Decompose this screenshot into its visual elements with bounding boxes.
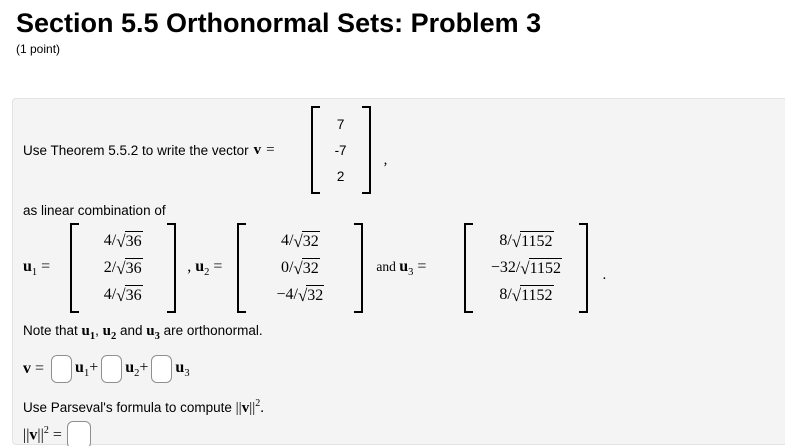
equals-sign: = (266, 141, 275, 158)
u2-entry: 4/√32 (280, 230, 320, 251)
v-symbol: v (253, 141, 262, 158)
norm-v-squared: ||v||2 (235, 398, 261, 416)
sqrt-icon: √ (116, 258, 126, 278)
vector-u3-matrix: 8/√1152 −32/√1152 8/√1152 (464, 223, 589, 313)
sqrt-icon: √ (511, 231, 522, 251)
sqrt-icon: √ (116, 285, 126, 305)
vector-v-entry: 7 (336, 116, 345, 132)
u1-equals: = (37, 257, 51, 275)
sqrt-icon: √ (116, 231, 126, 251)
right-bracket (354, 223, 364, 313)
v-symbol: v (23, 360, 31, 377)
u3-equals: = (413, 257, 427, 275)
note-text: and (116, 323, 147, 338)
coefficient-1-input[interactable] (51, 355, 73, 383)
vector-v-matrix: 7 -7 2 (310, 106, 371, 194)
page-title: Section 5.5 Orthonormal Sets: Problem 3 (16, 8, 542, 38)
sqrt-icon: √ (297, 285, 308, 305)
u3-term: u3 (175, 358, 190, 380)
u3-entry: 8/√1152 (499, 284, 554, 305)
sqrt-icon: √ (293, 231, 303, 251)
u2-equals: = (209, 257, 223, 275)
u2-label: , u2 = (187, 258, 222, 278)
points-label: (1 point) (16, 42, 61, 56)
u1-entry: 2/√36 (103, 257, 143, 278)
vector-u1-matrix: 4/√36 2/√36 4/√36 (70, 223, 177, 313)
u1-subscript: 1 (31, 267, 38, 279)
answer-equation-row: v = u1+ u2+ u3 (23, 353, 776, 385)
u1-symbol: u1 (81, 323, 96, 342)
norm-squared-input[interactable] (66, 421, 91, 446)
u1-term: u1+ (75, 358, 99, 380)
right-bracket (361, 106, 371, 194)
u1-symbol: u (23, 257, 32, 275)
orthonormal-note: Note that u1, u2 and u3 are orthonormal. (23, 323, 776, 342)
parseval-instruction: Use Parseval's formula to compute ||v||2… (23, 398, 776, 417)
vector-v-entry: 2 (336, 168, 345, 184)
linear-combination-text: as linear combination of (23, 203, 166, 218)
u2-symbol: u (195, 257, 205, 275)
u3-subscript: 3 (408, 267, 414, 279)
equals-sign: = (35, 360, 45, 377)
u3-label: and u3 = (376, 258, 426, 278)
sqrt-icon: √ (520, 258, 530, 278)
left-bracket (464, 223, 474, 313)
u2-entry: −4/√32 (276, 284, 325, 305)
sqrt-icon: √ (511, 285, 522, 305)
comma: , (383, 151, 388, 168)
u2-term: u2+ (125, 358, 149, 380)
u3-prefix: and (376, 258, 400, 274)
u3-symbol: u3 (146, 323, 160, 342)
coefficient-3-input[interactable] (151, 355, 173, 383)
problem-panel: Use Theorem 5.5.2 to write the vector v … (12, 98, 785, 446)
u1-label: u1 = (23, 258, 50, 278)
u2-symbol: u2 (102, 323, 117, 342)
coefficient-2-input[interactable] (101, 355, 123, 383)
parseval-text: Use Parseval's formula to compute (23, 400, 236, 415)
period: . (602, 266, 607, 283)
vector-v-entry: -7 (334, 142, 347, 158)
u2-prefix: , (187, 257, 196, 275)
left-bracket (237, 223, 247, 313)
u3-entry: −32/√1152 (490, 257, 563, 278)
left-bracket (310, 106, 320, 194)
u3-entry: 8/√1152 (499, 230, 554, 251)
note-text: , (95, 323, 103, 338)
sqrt-icon: √ (293, 258, 303, 278)
norm-answer-row: ||v||2 = (23, 419, 776, 446)
u1-entry: 4/√36 (103, 284, 143, 305)
norm-v-squared-label: ||v||2 = (23, 425, 62, 444)
note-text: Note that (23, 323, 82, 338)
right-bracket (167, 223, 177, 313)
u2-subscript: 2 (204, 267, 210, 279)
u3-symbol: u (399, 257, 409, 275)
period: . (260, 400, 264, 416)
right-bracket (579, 223, 589, 313)
vector-v-row: Use Theorem 5.5.2 to write the vector v … (23, 104, 776, 196)
vector-u2-matrix: 4/√32 0/√32 −4/√32 (237, 223, 364, 313)
basis-vectors-row: u1 = 4/√36 2/√36 4/√36 , u2 = 4/√32 0/√3… (23, 222, 776, 314)
note-text: are orthonormal. (159, 323, 263, 338)
u1-entry: 4/√36 (103, 230, 143, 251)
u2-entry: 0/√32 (280, 257, 320, 278)
intro-text: Use Theorem 5.5.2 to write the vector (23, 142, 249, 158)
left-bracket (70, 223, 80, 313)
